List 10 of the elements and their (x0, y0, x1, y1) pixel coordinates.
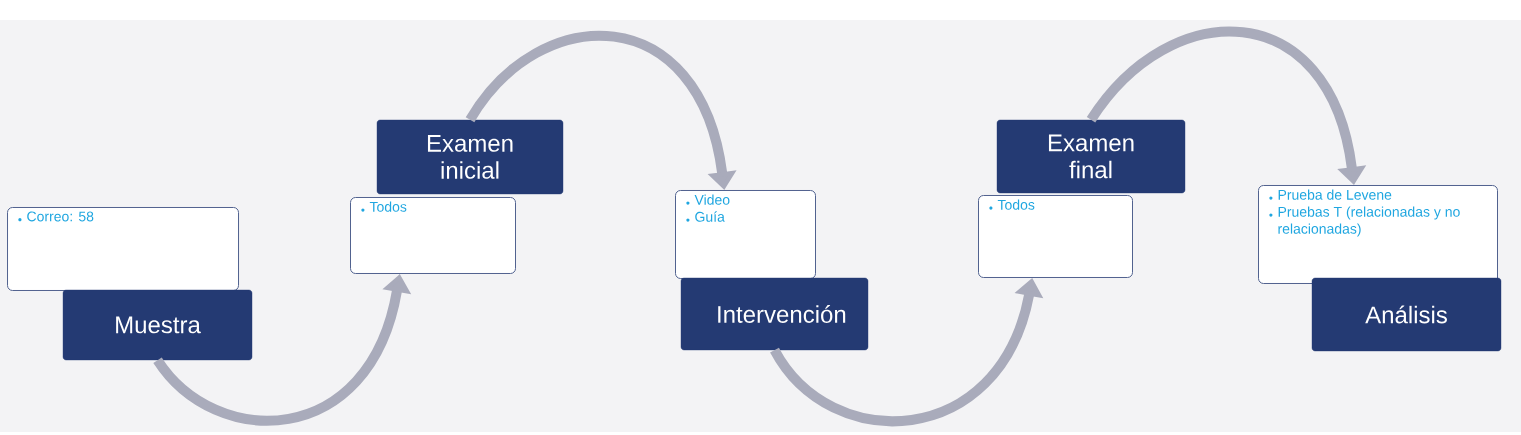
detail-card: Video Guía (675, 190, 816, 279)
detail-card: Todos (350, 197, 516, 274)
detail-card: Correo: 58 (7, 207, 239, 291)
step-box: Análisis (1311, 277, 1502, 352)
step-box: Examen inicial (376, 119, 564, 195)
step-box: Examen final (996, 119, 1186, 194)
step-box: Muestra (62, 289, 253, 361)
detail-card: Prueba de Levene Pruebas T (relacionadas y no relacionadas) (1258, 185, 1498, 284)
step-box: Intervención (680, 277, 869, 351)
detail-card: Todos (978, 195, 1133, 278)
